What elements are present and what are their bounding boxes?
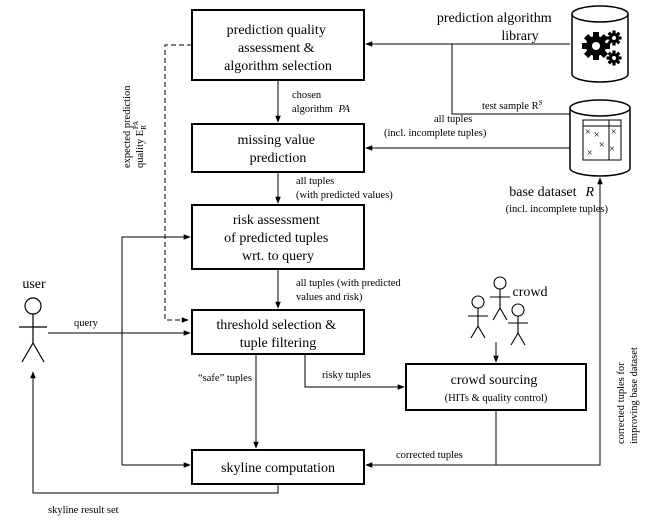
edge-corrected-tuples: corrected tuples (365, 410, 497, 468)
crowd-actors: crowd (468, 276, 548, 346)
box-skyline-computation: skyline computation (191, 449, 365, 485)
edge-test-sample: test sample RS (451, 44, 570, 115)
algorithm-library: prediction algorithm library (437, 5, 629, 83)
svg-text:(incl. incomplete tuples): (incl. incomplete tuples) (506, 204, 609, 215)
svg-text:base dataset R: base dataset R (509, 185, 594, 200)
svg-text:“safe” tuples: “safe” tuples (198, 373, 252, 384)
gears-icon (582, 30, 622, 66)
svg-text:× × ×: × × × × × × (585, 127, 620, 159)
svg-text:prediction algorithm lib: prediction algorithm library (437, 11, 555, 44)
edge-safe-tuples: “safe” tuples (198, 354, 259, 449)
edge-user-query: query (48, 234, 191, 468)
svg-text:corrected tuples for imp: corrected tuples for improving base data… (616, 347, 640, 444)
people-group-icon (468, 276, 528, 346)
svg-text:user: user (22, 277, 46, 292)
user-actor: user (19, 277, 47, 363)
edge-risky-tuples: risky tuples (304, 354, 405, 390)
box-crowd-sourcing: crowd sourcing (HITs & quality control) (405, 363, 587, 411)
svg-text:all tuples (incl. incomp: all tuples (incl. incomplete tuples) (384, 114, 487, 139)
edge-skyline-result: skyline result set (30, 371, 279, 516)
base-dataset: × × × × × × base dataset R (incl. incomp… (506, 99, 631, 215)
scatter-table-icon: × × × × × × (582, 119, 622, 161)
edge-all-tuples-predicted: all tuples (with predicted values) (275, 172, 393, 204)
box-prediction-quality-assessment: prediction quality assessment & algorith… (191, 9, 365, 81)
box-missing-value-prediction: missing value prediction (191, 123, 365, 173)
svg-text:threshold selection & tu: threshold selection & tuple filtering (216, 318, 339, 351)
edge-all-tuples-incl: all tuples (incl. incomplete tuples) (365, 114, 570, 151)
edge-all-tuples-risk: all tuples (with predicted values and ri… (275, 269, 403, 309)
svg-text:crowd: crowd (513, 285, 548, 300)
svg-text:query: query (74, 318, 99, 329)
person-icon (19, 297, 47, 363)
svg-text:test sample RS: test sample RS (482, 99, 543, 112)
edge-chosen-algorithm: chosen algorithm PA (275, 80, 351, 123)
edge-corrected-improve-base: corrected tuples for improving base data… (496, 177, 640, 466)
svg-text:crowd sourcing (HITs & q: crowd sourcing (HITs & quality control) (445, 371, 548, 404)
svg-text:all tuples (with predict: all tuples (with predicted values) (296, 176, 393, 201)
svg-text:expected prediction qual: expected prediction quality ERPA (122, 83, 148, 168)
box-threshold-selection: threshold selection & tuple filtering (191, 309, 365, 355)
svg-text:chosen algorithm P: chosen algorithm PA (292, 90, 351, 115)
svg-text:prediction quality asses: prediction quality assessment & algorith… (224, 23, 332, 74)
svg-text:skyline computation: skyline computation (221, 461, 335, 476)
edge-expected-quality: expected prediction quality ERPA (122, 44, 192, 323)
svg-text:all tuples (with predicted: all tuples (with predicted values and ri… (296, 278, 403, 303)
svg-text:corrected tuples: corrected tuples (396, 450, 463, 461)
svg-text:risky tuples: risky tuples (322, 370, 371, 381)
svg-text:missing value prediction: missing value prediction (238, 133, 319, 166)
box-risk-assessment: risk assessment of predicted tuples wrt.… (191, 204, 365, 270)
svg-text:risk assessment of predi: risk assessment of predicted tuples wrt.… (224, 213, 332, 264)
svg-text:skyline result set: skyline result set (48, 505, 119, 516)
